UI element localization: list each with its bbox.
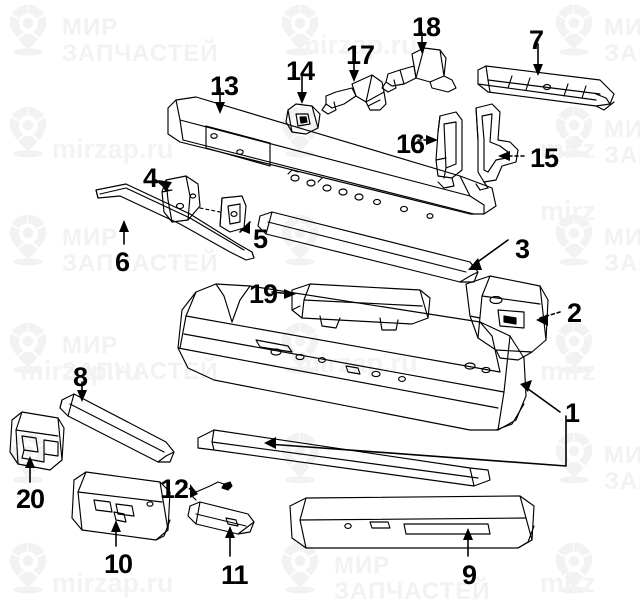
part-19-center-brace [291,283,431,331]
part-18-impact-absorber [381,47,457,93]
callout-6[interactable]: 6 [115,247,130,277]
callout-arrowheads [25,42,548,540]
part-10-license-plate-holder [71,471,171,541]
callout-10[interactable]: 10 [104,549,133,579]
part-7-upper-cover [477,65,615,111]
callout-16[interactable]: 16 [396,129,425,159]
callout-3[interactable]: 3 [515,234,530,264]
part-9-lower-valance [289,495,535,549]
part-12-wire-clip [191,481,233,501]
callout-20[interactable]: 20 [16,484,45,514]
part-15-side-bracket [475,103,519,191]
part-8-bumper-beam [59,393,175,463]
part-2-corner-bracket [465,275,549,361]
part-13-reinforcement-bar [167,96,497,219]
callout-12[interactable]: 12 [160,474,189,504]
callout-7[interactable]: 7 [529,25,544,55]
callout-17[interactable]: 17 [346,40,375,70]
part-20-end-cap [9,411,65,471]
part-3-lower-reinforcement [257,211,479,283]
callout-14[interactable]: 14 [286,56,315,86]
callout-4[interactable]: 4 [143,163,158,193]
callout-15[interactable]: 15 [530,143,559,173]
part-1-bumper-cover [177,283,527,431]
callout-9[interactable]: 9 [462,560,477,590]
callout-13[interactable]: 13 [210,71,239,101]
part-6-molding-strip [95,183,255,261]
part-5-clip-bracket [219,195,247,233]
part-1-lower-lip [197,429,491,487]
callout-2[interactable]: 2 [567,298,582,328]
part-11-trim-piece [187,501,255,535]
callout-11[interactable]: 11 [221,560,249,590]
callout-19[interactable]: 19 [249,279,278,309]
callout-8[interactable]: 8 [73,362,88,392]
part-16-side-bracket [435,111,463,189]
callout-18[interactable]: 18 [412,12,441,42]
part-17-tow-rod [321,74,387,115]
callout-5[interactable]: 5 [253,224,268,254]
callout-1[interactable]: 1 [565,398,580,428]
